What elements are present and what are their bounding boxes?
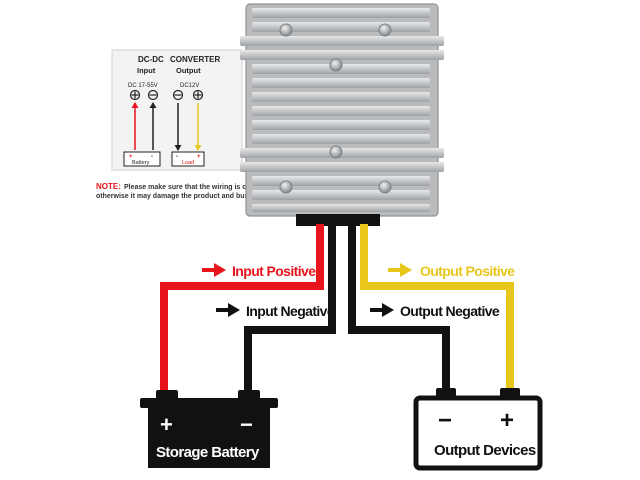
inset-input-minus-terminal-icon [147, 89, 159, 101]
screw-icon [329, 58, 343, 72]
battery-lid [140, 398, 278, 408]
output-positive-label: Output Positive [420, 263, 515, 279]
inset-arrow-icon [194, 145, 202, 151]
cable-outlet [296, 214, 380, 226]
inset-title-left: DC-DC [138, 55, 164, 64]
input-negative-wire [244, 224, 336, 394]
device-minus-symbol: − [438, 407, 452, 434]
battery-negative-post [238, 390, 260, 400]
inset-arrow-icon [131, 102, 139, 108]
wiring-guide-inset: DC-DC CONVERTER Input Output DC 17-55V D… [111, 49, 243, 171]
inset-output-plus-terminal-icon [192, 89, 204, 101]
output-positive-arrow-icon [388, 263, 412, 277]
note-text-line-2: otherwise it may damage the product and … [96, 193, 282, 200]
battery-plus-symbol: + [160, 412, 173, 437]
screw-icon [279, 23, 293, 37]
output-devices: − + Output Devices [413, 388, 543, 471]
inset-load-icon: - + [171, 151, 205, 167]
output-devices-label: Output Devices [434, 442, 536, 459]
inset-battery-label: Battery [132, 160, 150, 166]
heatsink-fins [240, 8, 444, 212]
wires [160, 224, 514, 394]
inset-input-label: Input [137, 66, 156, 75]
output-devices-box [413, 395, 543, 471]
inset-battery-icon: + - [123, 151, 161, 167]
output-negative-arrow-icon [370, 303, 394, 317]
battery-body [148, 408, 270, 468]
input-positive-label: Input Positive [232, 263, 316, 279]
inset-output-minus-terminal-icon [172, 89, 184, 101]
svg-text:-: - [176, 154, 178, 160]
note-label: NOTE: [96, 182, 121, 191]
output-negative-label: Output Negative [400, 303, 500, 319]
screw-icon [378, 23, 392, 37]
input-positive-arrow-icon [202, 263, 226, 277]
svg-text:-: - [151, 154, 153, 160]
device-plus-symbol: + [500, 407, 514, 434]
svg-text:+: + [129, 154, 133, 160]
battery-minus-symbol: − [240, 412, 253, 437]
storage-battery: + − Storage Battery [140, 390, 278, 468]
inset-arrow-icon [149, 102, 157, 108]
dc-dc-converter-module [240, 3, 444, 226]
output-positive-wire [360, 224, 514, 394]
inset-panel [111, 49, 243, 171]
screw-icon [279, 180, 293, 194]
inset-output-label: Output [176, 66, 201, 75]
input-negative-arrow-icon [216, 303, 240, 317]
input-negative-label: Input Negative [246, 303, 335, 319]
inset-output-voltage: DC12V [180, 83, 199, 89]
inset-arrow-icon [174, 145, 182, 151]
screw-icon [378, 180, 392, 194]
screw-icon [329, 145, 343, 159]
inset-input-voltage: DC 17-55V [128, 83, 158, 89]
inset-input-plus-terminal-icon [129, 89, 141, 101]
inset-title-right: CONVERTER [170, 55, 220, 64]
note-text-line-1: Please make sure that the wiring is corr… [124, 184, 268, 191]
storage-battery-label: Storage Battery [156, 444, 260, 461]
input-positive-wire [160, 224, 324, 394]
battery-positive-post [156, 390, 178, 400]
inset-load-label: Load [182, 160, 194, 166]
svg-text:+: + [197, 154, 201, 160]
output-negative-wire [348, 224, 450, 394]
